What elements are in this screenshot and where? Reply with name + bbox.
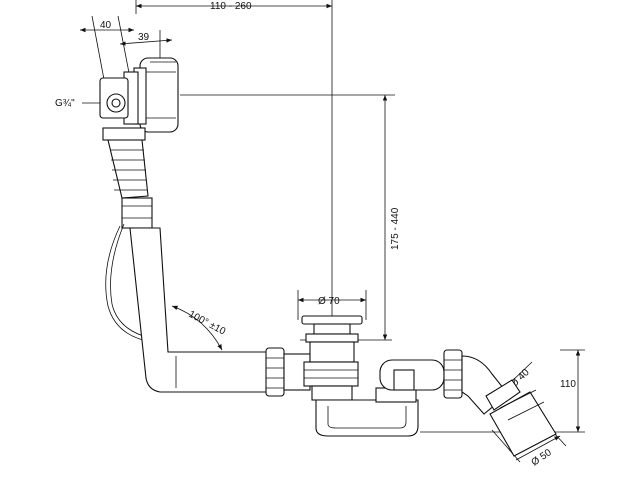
- angle-label: 100° ±10: [187, 309, 228, 338]
- horizontal-range-label: 110 - 260: [210, 1, 252, 12]
- overflow-pipe: [129, 227, 271, 393]
- pipe-coupling: [265, 347, 311, 397]
- waste-valve: [301, 315, 363, 401]
- vertical-range-label: 175 - 440: [390, 207, 401, 250]
- thread-label: G¾": [55, 98, 75, 109]
- overflow-depth-label: 39: [138, 32, 150, 43]
- waste-diameter-label: Ø 70: [318, 296, 340, 307]
- trap-height-label: 110: [560, 379, 576, 390]
- trap: [315, 359, 445, 437]
- overflow-offset-label: 40: [100, 20, 112, 31]
- dimension-vertical-range: 175 - 440: [180, 94, 401, 341]
- dimension-overflow-depth: 39: [119, 30, 173, 60]
- flexible-hose: [102, 127, 153, 343]
- dimension-waste-diameter: Ø 70: [297, 290, 367, 320]
- dimension-angle: 100° ±10: [171, 305, 228, 351]
- overflow-assembly: [99, 57, 179, 133]
- dimension-horizontal-range: 110 - 260: [135, 0, 333, 330]
- outlet-elbow: [443, 349, 557, 457]
